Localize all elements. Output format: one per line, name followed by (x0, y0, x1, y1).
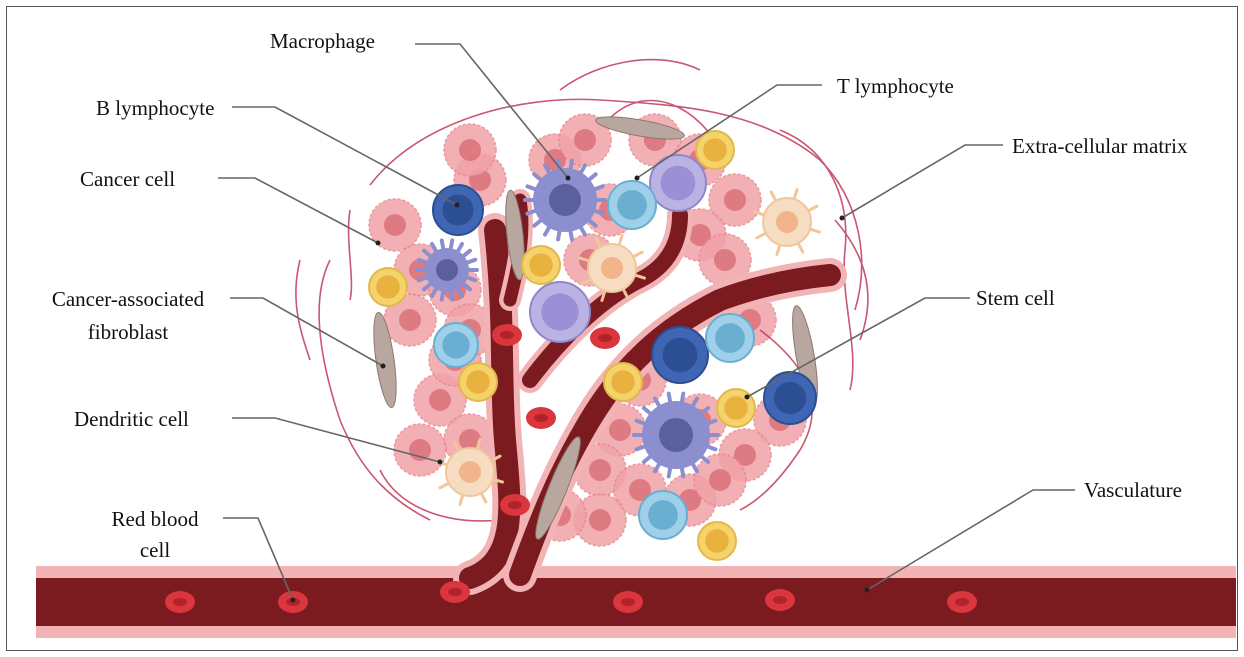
fibroblast-leader (230, 298, 383, 366)
stem-cell (698, 522, 736, 560)
stem-cell-label: Stem cell (976, 286, 1055, 311)
cancer-cell (694, 454, 746, 506)
extracellular-matrix-leader (842, 145, 1003, 218)
b-lymphocyte-leader (232, 107, 457, 205)
t-lymphocyte (434, 323, 478, 367)
red-blood-cell (526, 407, 556, 429)
red-blood-cell (590, 327, 620, 349)
b-lymphocyte-label: B lymphocyte (96, 96, 214, 121)
caf-label-line2: fibroblast (28, 320, 228, 345)
cancer-cell-leader (218, 178, 378, 243)
red-blood-cell (492, 324, 522, 346)
b-lymphocyte (764, 372, 816, 424)
red-blood-cell (947, 591, 977, 613)
t-lymphocyte (530, 282, 590, 342)
red-blood-cell (500, 494, 530, 516)
b-lymphocyte (433, 185, 483, 235)
vasculature-label: Vasculature (1084, 478, 1182, 503)
t-lymphocyte (639, 491, 687, 539)
cancer-cell-label: Cancer cell (80, 167, 175, 192)
t-lymphocyte-label: T lymphocyte (837, 74, 954, 99)
extracellular-matrix-label: Extra-cellular matrix (1012, 134, 1188, 159)
red-blood-cell (613, 591, 643, 613)
red-blood-cell (765, 589, 795, 611)
red-blood-cell-label-line2: cell (80, 538, 230, 563)
cancer-cell (394, 424, 446, 476)
caf-label-line1: Cancer-associated (28, 287, 228, 312)
macrophage-label: Macrophage (270, 29, 375, 54)
stem-cell (369, 268, 407, 306)
stem-cell (604, 363, 642, 401)
red-blood-cell (440, 581, 470, 603)
b-lymphocyte (652, 327, 708, 383)
dendritic-cell (755, 190, 820, 255)
cancer-cell (444, 124, 496, 176)
t-lymphocyte (608, 181, 656, 229)
stem-cell (717, 389, 755, 427)
stem-cell (696, 131, 734, 169)
stem-cell (522, 246, 560, 284)
red-blood-cell (165, 591, 195, 613)
red-blood-cell-label-line1: Red blood (80, 507, 230, 532)
stem-cell (459, 363, 497, 401)
dendritic-cell-label: Dendritic cell (74, 407, 189, 432)
t-lymphocyte (706, 314, 754, 362)
